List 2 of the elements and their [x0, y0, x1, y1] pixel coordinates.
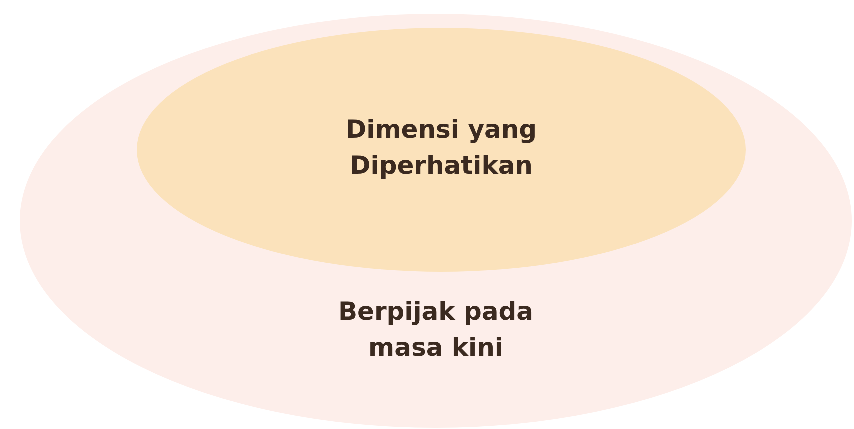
region-label: Berpijak pada masa kini [337, 296, 535, 364]
region-label: Dimensi yang Diperhatikan [344, 114, 538, 182]
